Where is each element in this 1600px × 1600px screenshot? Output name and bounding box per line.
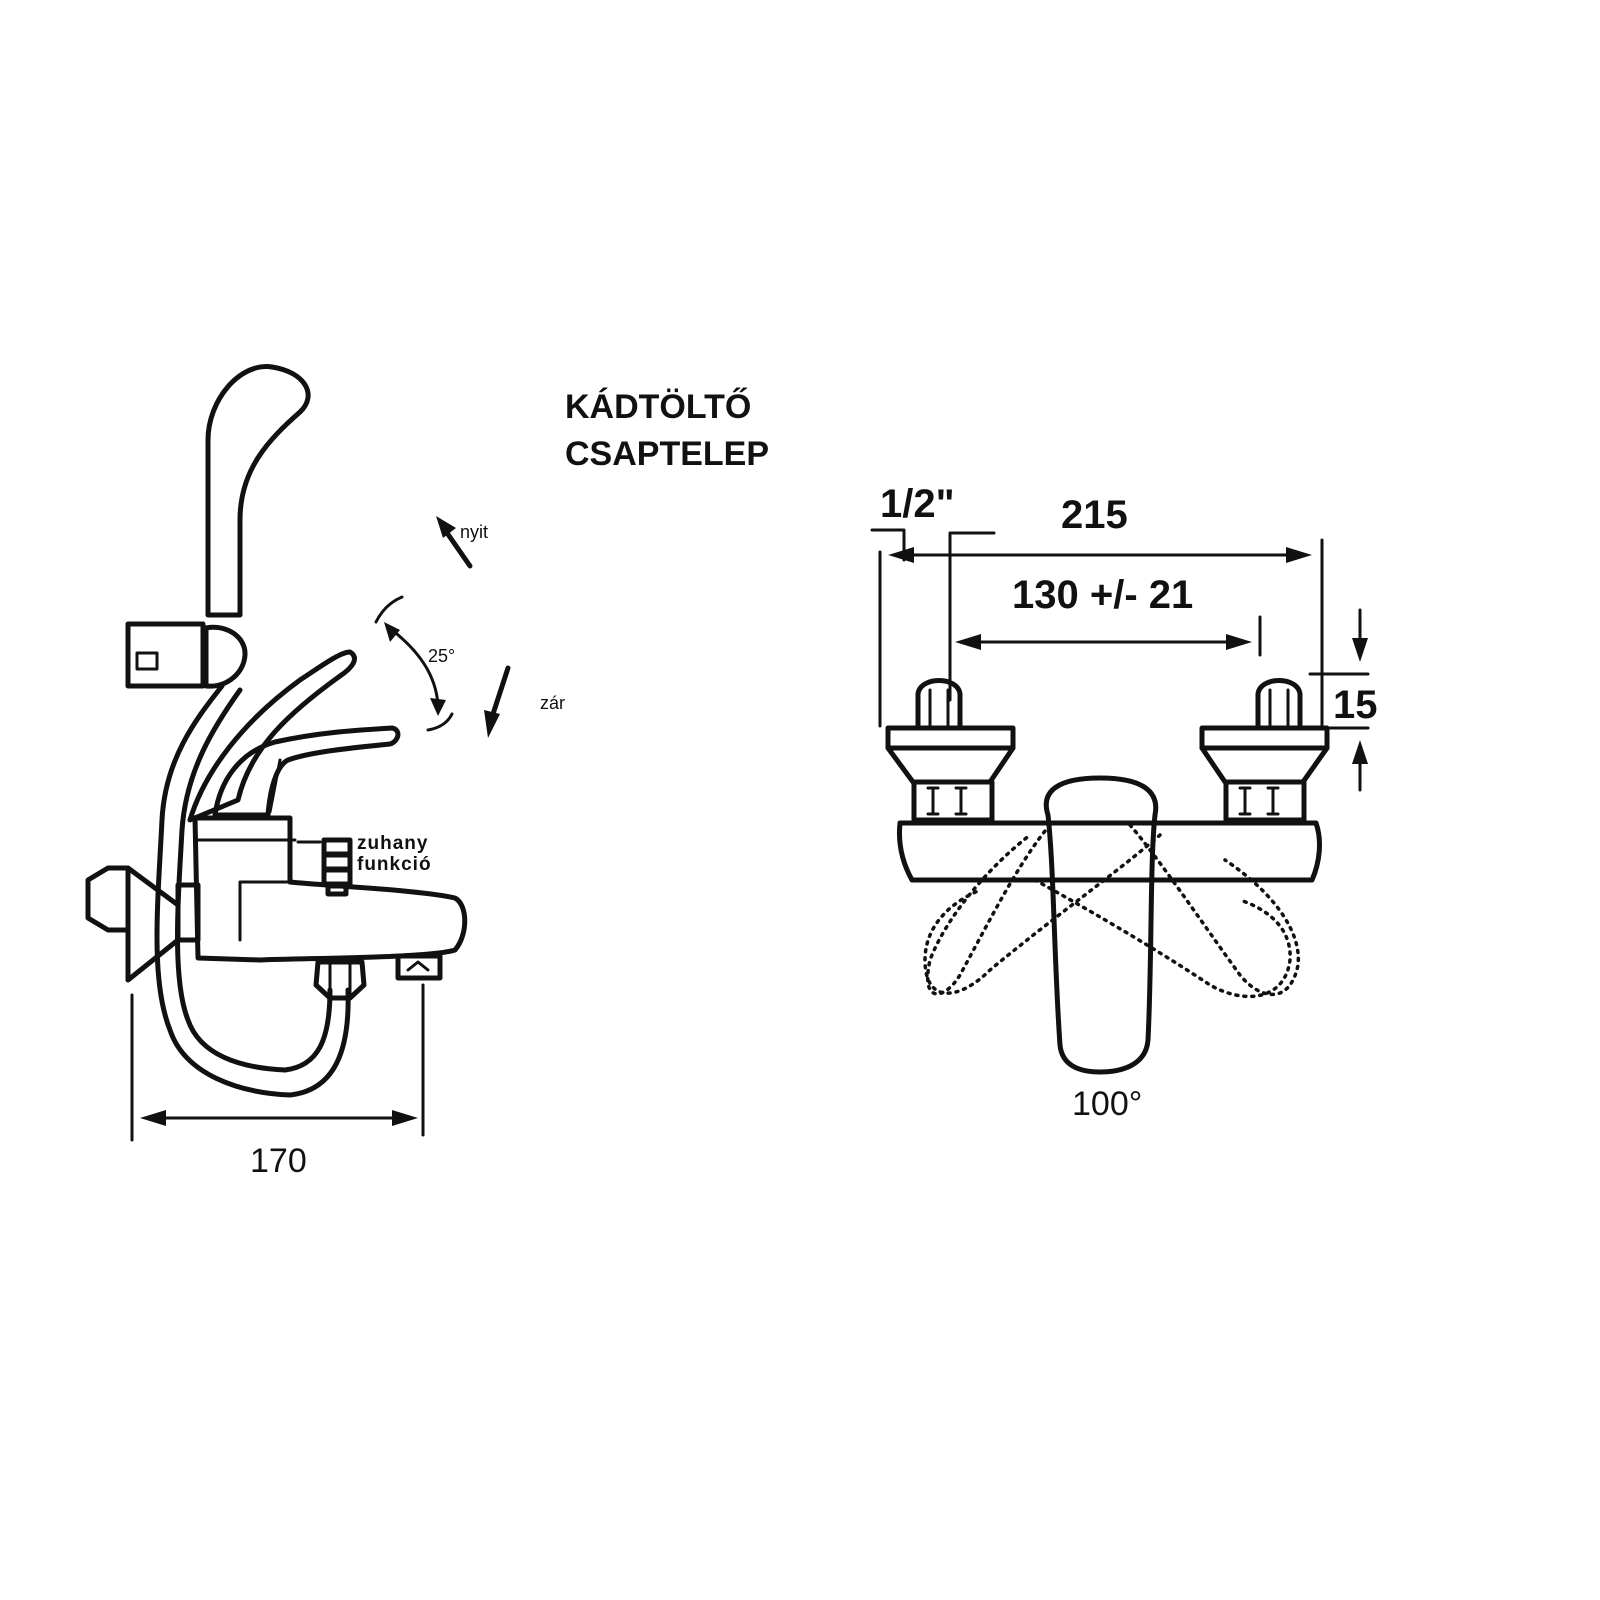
- open-label: nyit: [460, 522, 488, 542]
- dim-130-arrow-right: [1226, 634, 1252, 650]
- open-arrow-shaft: [442, 527, 473, 569]
- wall-eccentric-nut: [85, 865, 131, 933]
- lever-swing-left: [925, 823, 1052, 996]
- rotation-angle-label: 25°: [428, 646, 455, 666]
- dim-215-arrow-right: [1286, 547, 1312, 563]
- dim-130-arrow-left: [955, 634, 981, 650]
- rotation-arrow-head-bottom: [430, 698, 446, 716]
- mixer-lever-front: [1043, 775, 1159, 1075]
- shower-function-label-1: zuhany: [357, 833, 428, 854]
- title-line-2: CSAPTELEP: [565, 435, 769, 473]
- shower-hose-inner: [175, 687, 333, 1073]
- rotation-arrow-arc: [390, 628, 440, 707]
- close-arrow-head: [484, 710, 500, 738]
- holder-button: [135, 651, 159, 671]
- wall-eccentric: [125, 865, 181, 983]
- dim-170-label: 170: [250, 1142, 307, 1180]
- thread-marker-right: [948, 531, 996, 702]
- rotation-arrow-head-top: [384, 622, 400, 642]
- shower-function-label-2: funkció: [357, 854, 432, 875]
- connector-left: [885, 678, 1016, 823]
- lever-swing-right-outer: [1033, 878, 1292, 999]
- mixer-body: [192, 815, 468, 963]
- hose-nut-detail: [328, 960, 352, 1000]
- rotation-arc-upper: [374, 595, 404, 624]
- spacing-label: 130 +/- 21: [1012, 573, 1193, 617]
- shower-diverter-knob: [321, 837, 353, 897]
- offset-label: 15: [1333, 683, 1378, 727]
- hose-nut: [313, 959, 367, 1001]
- front-view: 1/2" 215 130 +/- 21 15: [870, 482, 1378, 1123]
- title-line-1: KÁDTÖLTŐ: [565, 388, 751, 426]
- handset-wall-holder: [125, 621, 206, 689]
- shower-handset: [205, 364, 311, 618]
- dim-15-arrow-top-head: [1352, 638, 1368, 662]
- thread-marker-left: [870, 528, 906, 562]
- spout-outlet-notch: [406, 960, 430, 972]
- mixer-lever-closed: [212, 725, 401, 818]
- spout-outlet: [395, 953, 443, 981]
- overall-width-label: 215: [1061, 493, 1128, 537]
- rotation-100-label: 100°: [1072, 1085, 1142, 1123]
- close-arrow-shaft: [490, 665, 511, 717]
- open-arrow-head: [436, 516, 456, 538]
- side-view: 170 25° nyit zár zuhany funkció: [85, 364, 565, 1180]
- title-block: KÁDTÖLTŐ CSAPTELEP: [565, 388, 769, 473]
- dim-170-arrow-left: [140, 1110, 166, 1126]
- mixer-lever-open: [187, 649, 357, 823]
- thread-size-label: 1/2": [880, 482, 955, 526]
- connector-right: [1199, 678, 1330, 823]
- close-label: zár: [540, 693, 565, 713]
- lever-axis-line: [268, 758, 282, 814]
- dim-215-arrow-left: [888, 547, 914, 563]
- lever-swing-right: [1128, 823, 1301, 997]
- dim-15-arrow-bottom-head: [1352, 740, 1368, 764]
- wall-eccentric-cap: [175, 882, 201, 943]
- dim-170-arrow-right: [392, 1110, 418, 1126]
- handset-cradle: [203, 624, 248, 689]
- shower-hose: [154, 683, 351, 1098]
- mixer-body-front: [897, 820, 1322, 883]
- rotation-arc-lower: [426, 712, 454, 732]
- lever-swing-left-outer: [923, 833, 1162, 995]
- mixer-body-detail: [196, 838, 297, 942]
